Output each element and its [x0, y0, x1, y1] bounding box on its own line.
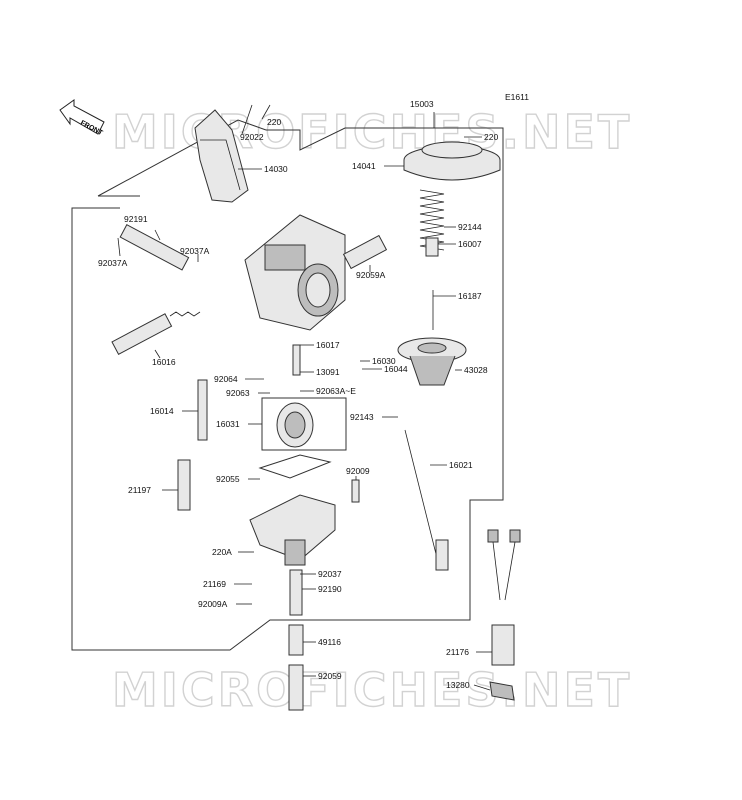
gasket-part — [258, 454, 332, 479]
part-label: 21176 — [446, 647, 469, 657]
vent-tube-part — [342, 234, 388, 270]
part-label: 92022 — [240, 132, 264, 142]
throttle-cable-part — [404, 429, 449, 571]
top-cover-part — [403, 141, 501, 181]
screw-part — [351, 479, 360, 503]
part-label: 21169 — [203, 579, 226, 589]
part-label: 92059 — [318, 671, 342, 681]
part-label: 13091 — [316, 367, 340, 377]
needle-jet-part — [292, 344, 301, 376]
pilot-screw-part — [197, 379, 208, 441]
part-label: 220 — [484, 132, 498, 142]
watermark-bottom: MICROFICHES.NET — [112, 663, 632, 717]
part-label: 92059A — [356, 270, 386, 280]
part-label: 15003 — [410, 99, 434, 109]
drain-tube-part — [289, 569, 303, 616]
carburetor-body-part — [244, 214, 346, 331]
part-label: 92037A — [180, 246, 210, 256]
needle-clip-part — [425, 237, 439, 257]
part-label: 92037 — [318, 569, 342, 579]
part-label: 16014 — [150, 406, 174, 416]
air-duct-part — [194, 109, 249, 203]
diagram-code: E1611 — [505, 92, 529, 102]
part-label: 16030 — [372, 356, 396, 366]
part-label: 21197 — [128, 485, 151, 495]
part-label: 92063A~E — [316, 386, 356, 396]
part-label: 92190 — [318, 584, 342, 594]
assembly-frame — [71, 119, 504, 651]
part-label: 16016 — [152, 357, 176, 367]
part-label: 16007 — [458, 239, 482, 249]
part-label: 92144 — [458, 222, 482, 232]
part-label: 92037A — [98, 258, 128, 268]
carb-holder-part — [261, 397, 347, 451]
diaphragm-part — [397, 337, 467, 386]
part-label: 92009 — [346, 466, 370, 476]
part-label: 92143 — [350, 412, 374, 422]
part-label: 43028 — [464, 365, 488, 375]
part-label: 92063 — [226, 388, 250, 398]
part-label: 16187 — [458, 291, 482, 301]
part-label: 14030 — [264, 164, 288, 174]
watermark-top: MICROFICHES.NET — [112, 105, 632, 159]
part-label: 220A — [212, 547, 232, 557]
part-label: 13280 — [446, 680, 470, 690]
part-label: 16021 — [449, 460, 473, 470]
starter-plunger-part — [111, 311, 201, 356]
leader-lines — [117, 104, 492, 691]
overflow-tube-part — [288, 664, 304, 711]
front-arrow-icon: FRONT — [59, 99, 105, 137]
part-label: 220 — [267, 117, 281, 127]
float-bowl-part — [249, 494, 336, 566]
part-label: 92055 — [216, 474, 240, 484]
hose-part — [119, 224, 190, 271]
part-label: 16044 — [384, 364, 408, 374]
bracket-part — [489, 681, 515, 701]
carb-heater-part — [487, 529, 521, 666]
fuel-valve-part — [177, 459, 191, 511]
part-label: 16017 — [316, 340, 340, 350]
main-jet-part — [288, 624, 304, 656]
part-label: 14041 — [352, 161, 376, 171]
part-label: 16031 — [216, 419, 240, 429]
part-label: 92064 — [214, 374, 238, 384]
part-labels: 15003 220 92022 14030 220 14041 92191 92… — [98, 99, 498, 690]
part-label: 92191 — [124, 214, 148, 224]
part-label: 92009A — [198, 599, 228, 609]
part-label: 49116 — [318, 637, 341, 647]
